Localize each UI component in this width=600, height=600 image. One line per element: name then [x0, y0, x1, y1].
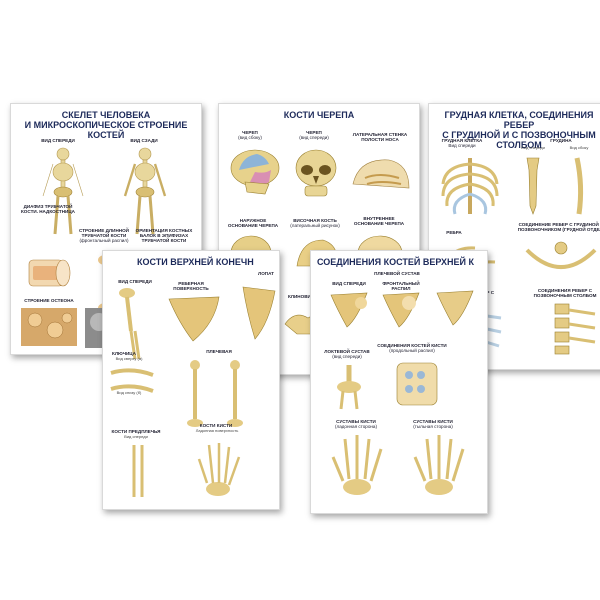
label-elbow: Локтевой сустав (вид спереди)	[323, 349, 371, 359]
wrist-text: Соединения костей кисти	[377, 343, 447, 348]
label-nasal-wall: Латеральная стенка полости носа	[352, 132, 408, 142]
shoulder-joint-side-illustration	[436, 290, 474, 326]
label-front-view: Вид спереди	[41, 138, 75, 143]
humerus-back-illustration	[227, 360, 243, 427]
ribcage-illustration	[441, 158, 499, 215]
temporal-text: Височная кость	[293, 218, 337, 223]
forearm-illustration	[132, 445, 144, 497]
elbow-sub: (вид спереди)	[332, 354, 362, 359]
bone-section-illustration	[28, 259, 71, 287]
poster-skull-title: Кости черепа	[283, 110, 355, 120]
poster-upper-limb-title: Кости верхней конечн	[137, 257, 254, 267]
label-rib-joint-spine: Соединения ребер с позвоночным столбом	[533, 288, 597, 298]
sternum-front-illustration	[526, 157, 540, 215]
label-rib-joint-sternum: Соединение ребер с грудиной и позвоночни…	[517, 222, 600, 232]
skull-front-text: Череп	[306, 130, 322, 135]
label-humerus: Плечевая	[206, 349, 232, 354]
label-wrist: Соединения костей кисти (продольный расп…	[377, 343, 447, 353]
long-bone-sub: (фронтальный распил)	[79, 238, 129, 243]
label-skull-front: Череп (вид спереди)	[289, 130, 339, 140]
label-shoulder-joint: Плечевой сустав	[374, 271, 420, 276]
label-diaphysis: Диафиз трубчатой кости. Надкостница	[21, 204, 75, 214]
label-frontal-cut: Фронтальный распил	[382, 281, 420, 291]
label-sphenoid: Клиновидная	[287, 294, 325, 299]
hand-joints-palm-illustration	[331, 435, 383, 495]
rib-spine-joint-illustration	[554, 303, 596, 355]
label-forearm: Кости предплечья	[111, 429, 161, 434]
scapula-right-illustration	[242, 286, 276, 340]
hand-palm-sub: (ладонная сторона)	[334, 424, 378, 429]
shoulder-joint-front-illustration	[330, 292, 368, 328]
chest-sub: Вид спереди	[448, 143, 476, 148]
skull-side-illustration	[230, 149, 280, 195]
wrist-illustration	[396, 362, 438, 406]
label-inner-base: Внутреннее основание черепа	[353, 216, 405, 226]
label-osteon: Строение остеона	[24, 298, 74, 303]
label-scapula: Лопат	[258, 271, 274, 276]
label-back-view: Вид сзади	[130, 138, 158, 143]
osteon-illustration	[21, 308, 77, 346]
label-outer-base: Наружное основание черепа	[227, 218, 279, 228]
skull-side-text: Череп	[242, 130, 258, 135]
nasal-wall-illustration	[352, 159, 410, 189]
poster-skeleton-title: Скелет человека и микроскопическое строе…	[11, 110, 201, 140]
label-clavicle-bottom: Вид снизу (б)	[116, 390, 142, 395]
label-hand-palm: Ладонная поверхность	[195, 428, 239, 433]
poster-upper-limb: Кости верхней конечн Вид спереди Лопат Р…	[102, 250, 280, 510]
skull-side-sub: (вид сбоку)	[238, 135, 262, 140]
sternum-side-illustration	[574, 157, 584, 215]
label-chest: Грудная клетка Вид спереди	[437, 138, 487, 148]
scapula-illustration	[168, 296, 220, 342]
skull-front-illustration	[295, 149, 337, 197]
label-sternum: Грудина	[550, 138, 572, 143]
wrist-sub: (продольный распил)	[389, 348, 435, 353]
label-forearm-front: Вид спереди	[124, 434, 148, 439]
humerus-illustration	[187, 360, 203, 427]
rib-joint-illustration	[525, 241, 597, 269]
label-sternum-side: Вид сбоку	[569, 145, 589, 150]
label-hand-joints-back: Суставы кисти (тыльная сторона)	[405, 419, 461, 429]
label-ribs: Ребра	[446, 230, 462, 235]
hand-back-text: Суставы кисти	[413, 419, 453, 424]
label-front-view: Вид спереди	[118, 279, 152, 284]
skull-front-sub: (вид спереди)	[299, 135, 329, 140]
title-line-2: с грудиной и с позвоночным столбом	[442, 130, 596, 150]
hand-palm-text: Суставы кисти	[336, 419, 376, 424]
clavicle-illustration	[110, 368, 154, 393]
elbow-illustration	[337, 365, 361, 410]
label-hand-joints-palm: Суставы кисти (ладонная сторона)	[331, 419, 381, 429]
title-line-1: Грудная клетка, соединения ребер	[444, 110, 594, 130]
poster-thorax-title: Грудная клетка, соединения ребер с груди…	[429, 110, 600, 150]
arm-skeleton-illustration	[119, 288, 141, 360]
long-bone-text: Строение длинной трубчатой кости	[79, 228, 129, 238]
elbow-text: Локтевой сустав	[324, 349, 370, 354]
skeleton-front-illustration	[42, 147, 84, 235]
label-skull-side: Череп (вид сбоку)	[225, 130, 275, 140]
label-rib-surface: Реберная поверхность	[173, 281, 209, 291]
poster-joints-title: Соединения костей верхней к	[317, 257, 474, 267]
label-hand: Кости кисти	[199, 423, 233, 428]
poster-joints: Соединения костей верхней к Вид спереди …	[310, 250, 488, 514]
label-clavicle: Ключица	[112, 351, 136, 356]
label-sternum-front: Вид спереди	[521, 145, 545, 150]
label-long-bone: Строение длинной трубчатой кости (фронта…	[77, 228, 131, 243]
hand-joints-back-illustration	[413, 435, 465, 495]
label-front-view: Вид спереди	[332, 281, 366, 286]
skeleton-back-illustration	[123, 147, 167, 235]
title-line-1: Скелет человека	[61, 110, 151, 120]
shoulder-joint-cut-illustration	[382, 292, 420, 328]
chest-text: Грудная клетка	[441, 138, 483, 143]
title-line-2: и микроскопическое строение костей	[24, 120, 188, 140]
temporal-sub: (латеральный рисунок)	[290, 223, 340, 228]
label-orientation: Ориентация костных балок в эпифизах труб…	[135, 228, 193, 243]
hand-back-sub: (тыльная сторона)	[413, 424, 453, 429]
label-temporal: Височная кость (латеральный рисунок)	[285, 218, 345, 228]
poster-thorax: Грудная клетка, соединения ребер с груди…	[428, 103, 600, 370]
label-clavicle-top: Вид сверху (а)	[115, 356, 143, 361]
hand-bones-illustration	[197, 443, 241, 496]
